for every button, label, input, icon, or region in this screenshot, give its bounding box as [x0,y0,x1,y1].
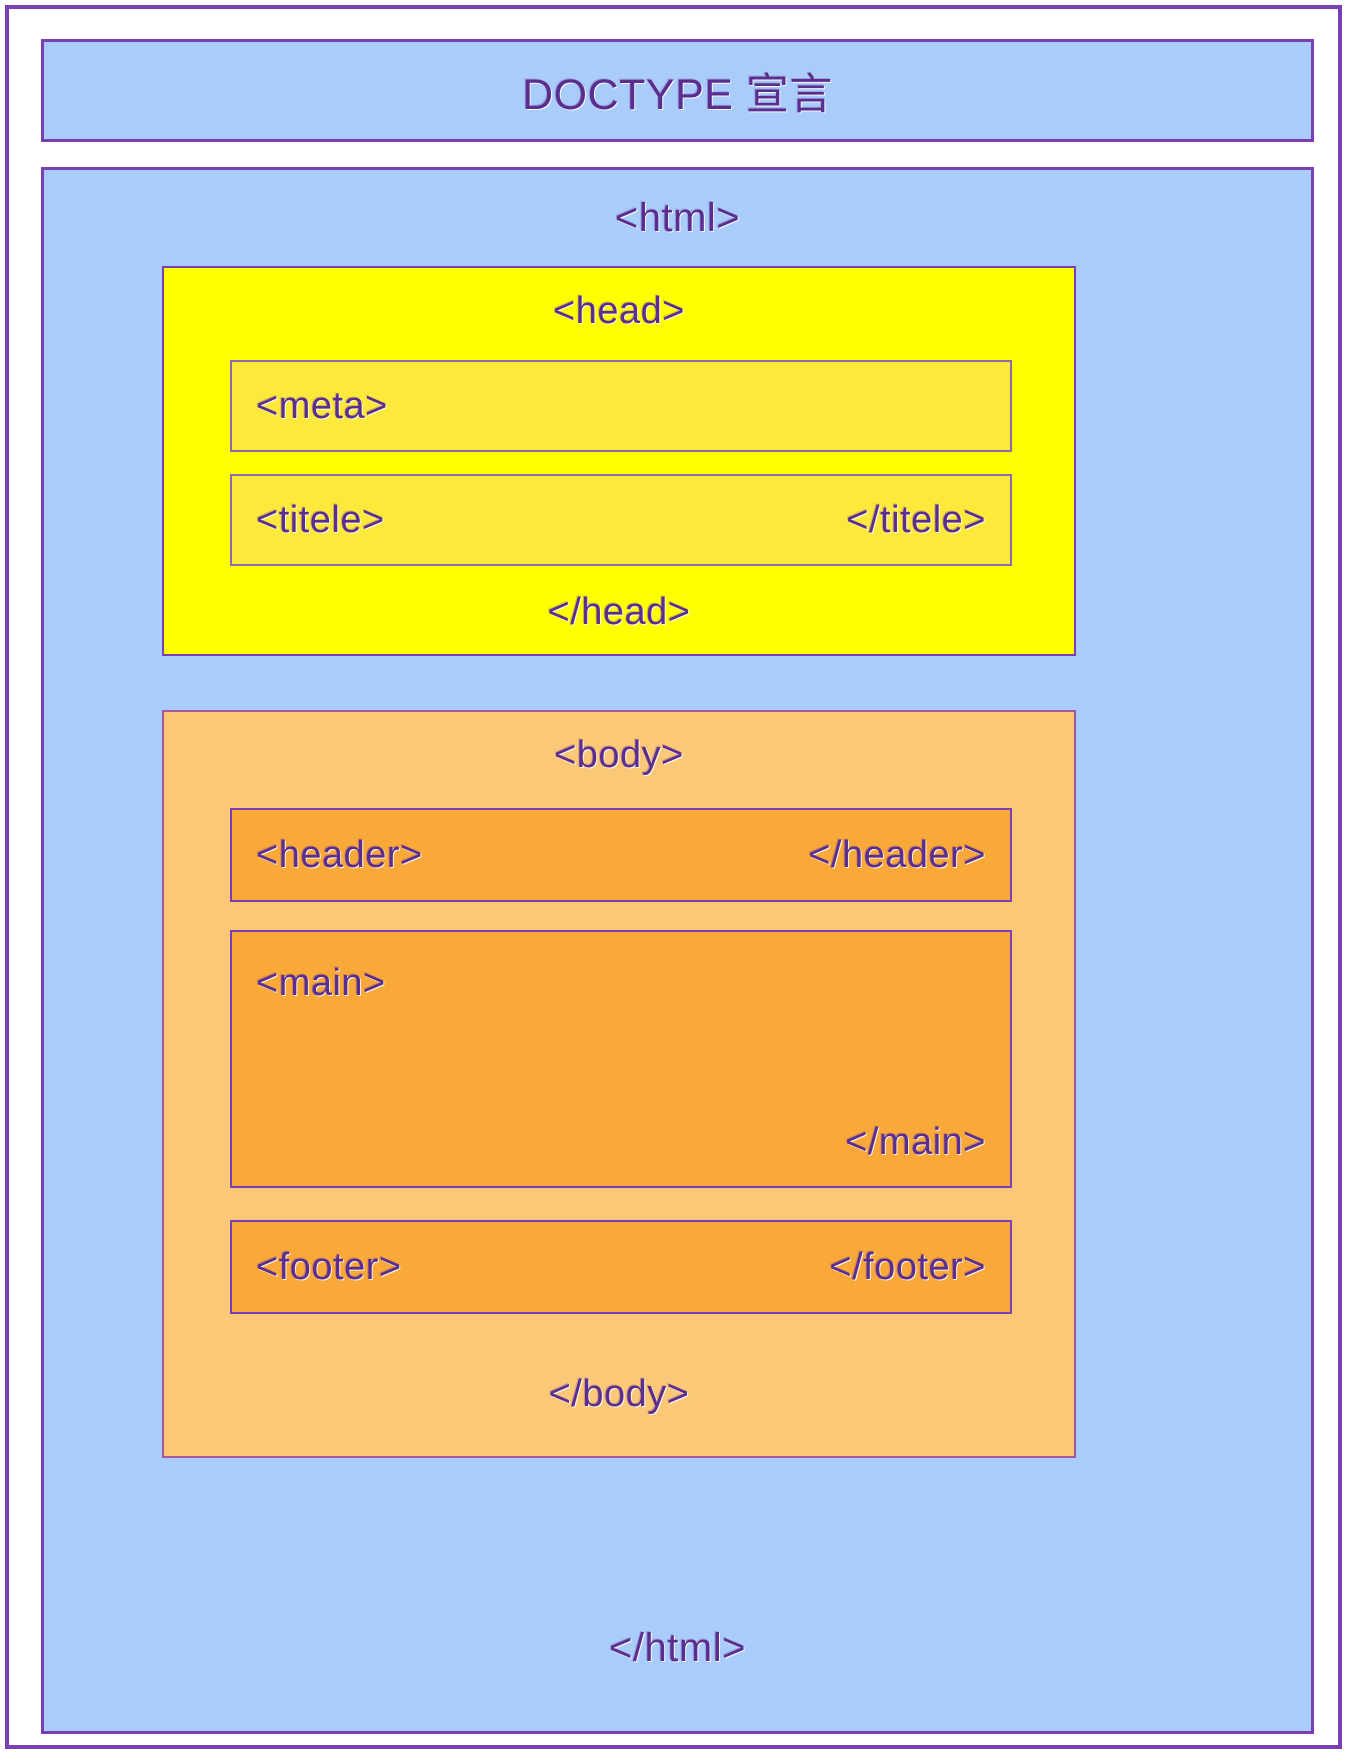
titele-close-tag: </titele> [846,498,986,541]
body-close-tag: </body> [548,1373,690,1415]
main-open-tag: <main> [256,962,386,1004]
main-close-tag: </main> [845,1121,986,1163]
head-close-tag: </head> [547,591,691,633]
header-element-box: <header> </header> [230,808,1012,902]
doctype-label: DOCTYPE 宣言 [522,70,833,119]
body-open-tag: <body> [554,734,684,776]
head-open-tag: <head> [553,290,685,332]
meta-element-box: <meta> [230,360,1012,452]
main-element-box: <main> </main> [230,930,1012,1188]
doctype-declaration-box: DOCTYPE 宣言 [41,39,1314,142]
meta-open-tag: <meta> [256,384,388,427]
footer-close-tag: </footer> [829,1245,986,1288]
footer-open-tag: <footer> [256,1245,402,1288]
footer-element-box: <footer> </footer> [230,1220,1012,1314]
diagram-outer-frame: DOCTYPE 宣言 <html> <head> <meta> <titele>… [5,5,1342,1749]
titele-element-box: <titele> </titele> [230,474,1012,566]
body-element-box: <body> <header> </header> <main> </main>… [162,710,1076,1458]
header-open-tag: <header> [256,833,423,876]
header-close-tag: </header> [808,833,986,876]
html-open-tag: <html> [614,196,741,240]
head-element-box: <head> <meta> <titele> </titele> </head> [162,266,1076,656]
html-close-tag: </html> [609,1626,746,1670]
titele-open-tag: <titele> [256,498,385,541]
html-element-box: <html> <head> <meta> <titele> </titele> … [41,167,1314,1734]
